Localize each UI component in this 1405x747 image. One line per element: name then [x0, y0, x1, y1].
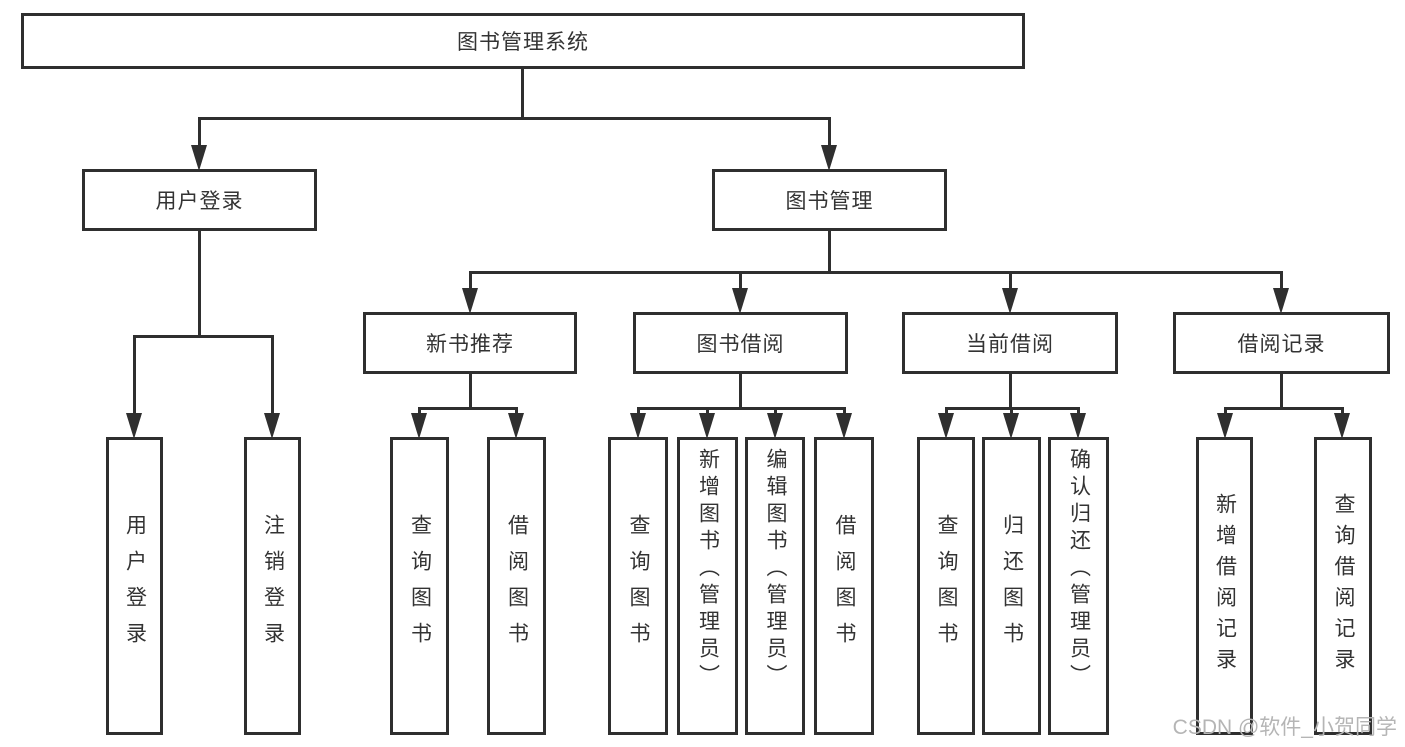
arrow-down-icon — [1002, 288, 1018, 314]
leaf-query-books: 查询图书 — [917, 437, 975, 735]
connector-line — [739, 374, 742, 410]
arrow-down-icon — [836, 413, 852, 439]
node-label: 图书管理 — [785, 190, 874, 213]
arrow-down-icon — [508, 413, 524, 439]
arrow-down-icon — [938, 413, 954, 439]
connector-line — [945, 407, 948, 417]
node-book-management: 图书管理 — [712, 169, 947, 231]
node-borrowing-records: 借阅记录 — [1173, 312, 1390, 374]
connector-line — [418, 407, 518, 410]
connector-line — [1224, 407, 1227, 417]
connector-line — [843, 407, 846, 417]
node-label: 当前借阅 — [966, 333, 1054, 356]
node-label: 用户登录 — [155, 190, 244, 213]
connector-line — [271, 335, 274, 415]
connector-line — [1280, 374, 1283, 410]
node-new-book-recommendation: 新书推荐 — [363, 312, 577, 374]
arrow-down-icon — [1003, 413, 1019, 439]
leaf-label: 借阅图书 — [833, 514, 856, 658]
connector-line — [515, 407, 518, 417]
connector-line — [1077, 407, 1080, 417]
leaf-confirm-return-admin: 确认归还（管理员） — [1048, 437, 1109, 735]
arrow-down-icon — [1217, 413, 1233, 439]
leaf-label: 新增借阅记录 — [1213, 493, 1237, 679]
leaf-label: 借阅图书 — [505, 514, 529, 658]
arrow-down-icon — [699, 413, 715, 439]
leaf-label: 查询图书 — [627, 514, 650, 658]
connector-line — [1280, 271, 1283, 291]
connector-line — [133, 335, 136, 415]
connector-line — [828, 117, 831, 150]
arrow-down-icon — [462, 288, 478, 314]
node-user-login: 用户登录 — [82, 169, 317, 231]
connector-line — [774, 407, 777, 417]
leaf-borrow-books: 借阅图书 — [814, 437, 874, 735]
arrow-down-icon — [191, 145, 207, 171]
leaf-label: 查询图书 — [408, 514, 432, 658]
leaf-user-login: 用户登录 — [106, 437, 163, 735]
connector-line — [637, 407, 845, 410]
leaf-logout: 注销登录 — [244, 437, 301, 735]
leaf-label: 注销登录 — [261, 514, 285, 658]
leaf-label: 编辑图书（管理员） — [764, 448, 787, 691]
connector-line — [637, 407, 640, 417]
leaf-query-borrow-record: 查询借阅记录 — [1314, 437, 1372, 735]
connector-line — [1224, 407, 1344, 410]
connector-line — [1009, 271, 1012, 291]
csdn-watermark: CSDN @软件_小贺同学 — [1172, 716, 1397, 739]
arrow-down-icon — [1070, 413, 1086, 439]
arrow-down-icon — [767, 413, 783, 439]
connector-line — [828, 231, 831, 274]
arrow-down-icon — [630, 413, 646, 439]
leaf-label: 归还图书 — [1000, 514, 1024, 658]
connector-line — [521, 69, 524, 117]
leaf-label: 查询图书 — [935, 514, 958, 658]
connector-line — [469, 271, 472, 291]
node-label: 图书管理系统 — [457, 31, 589, 54]
leaf-label: 确认归还（管理员） — [1067, 448, 1091, 691]
leaf-label: 用户登录 — [123, 514, 147, 658]
connector-line — [133, 335, 274, 338]
arrow-down-icon — [264, 413, 280, 439]
connector-line — [198, 117, 831, 120]
connector-line — [1009, 374, 1012, 410]
leaf-edit-books-admin: 编辑图书（管理员） — [745, 437, 805, 735]
node-book-borrowing: 图书借阅 — [633, 312, 848, 374]
leaf-query-books: 查询图书 — [608, 437, 668, 735]
connector-line — [418, 407, 421, 417]
leaf-add-borrow-record: 新增借阅记录 — [1196, 437, 1253, 735]
connector-line — [1010, 407, 1013, 417]
leaf-borrow-books: 借阅图书 — [487, 437, 546, 735]
connector-line — [1341, 407, 1344, 417]
leaf-add-books-admin: 新增图书（管理员） — [677, 437, 738, 735]
connector-line — [469, 374, 472, 410]
connector-line — [706, 407, 709, 417]
leaf-label: 新增图书（管理员） — [696, 448, 720, 691]
arrow-down-icon — [126, 413, 142, 439]
arrow-down-icon — [411, 413, 427, 439]
leaf-label: 查询借阅记录 — [1332, 493, 1355, 679]
arrow-down-icon — [1334, 413, 1350, 439]
node-current-borrowing: 当前借阅 — [902, 312, 1118, 374]
connector-line — [198, 117, 201, 150]
node-label: 新书推荐 — [426, 333, 514, 356]
node-label: 图书借阅 — [696, 333, 785, 356]
node-label: 借阅记录 — [1237, 333, 1326, 356]
connector-line — [739, 271, 742, 291]
arrow-down-icon — [821, 145, 837, 171]
arrow-down-icon — [732, 288, 748, 314]
leaf-return-books: 归还图书 — [982, 437, 1041, 735]
connector-line — [469, 271, 1283, 274]
connector-line — [198, 231, 201, 335]
node-library-management-system: 图书管理系统 — [21, 13, 1025, 69]
leaf-query-books: 查询图书 — [390, 437, 449, 735]
arrow-down-icon — [1273, 288, 1289, 314]
